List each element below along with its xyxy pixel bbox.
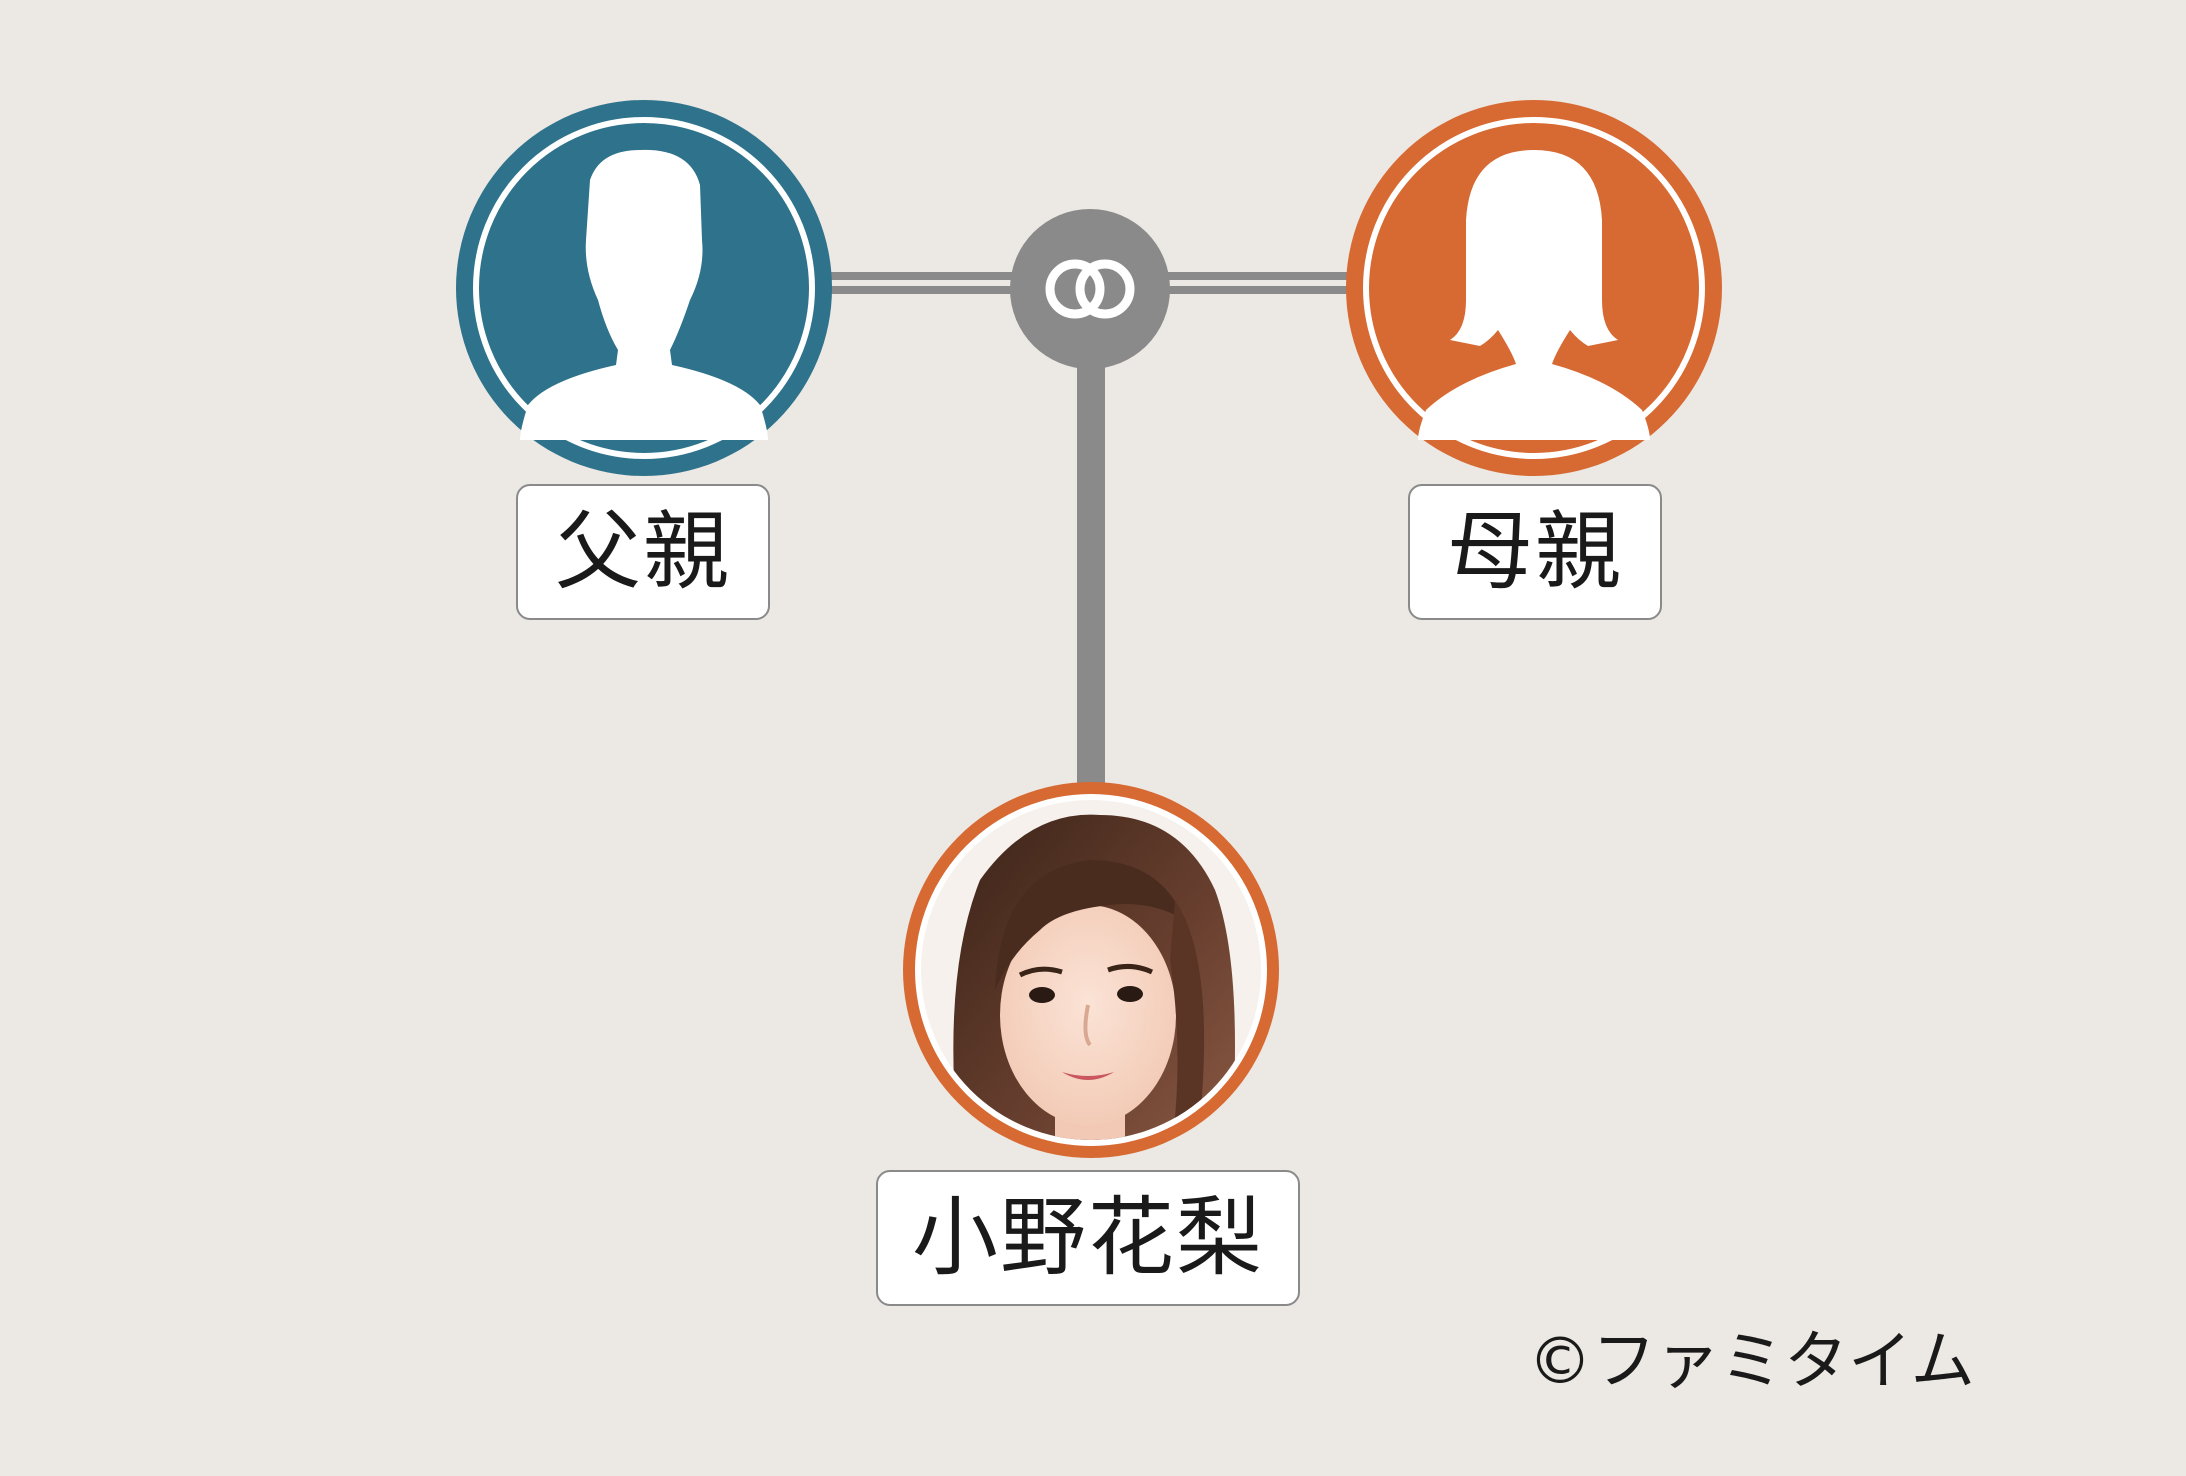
interlocked-rings-icon [1010, 209, 1170, 369]
mother-avatar [1346, 100, 1722, 476]
portrait-photo [921, 800, 1261, 1140]
parent-connector-right [1160, 272, 1360, 294]
copyright-credit: ©ファミタイム [1528, 1325, 1975, 1399]
male-silhouette-icon [520, 149, 768, 440]
child-name-label: 小野花梨 [876, 1170, 1300, 1306]
mother-name-label: 母親 [1408, 484, 1662, 620]
child-avatar [903, 782, 1279, 1158]
parent-connector-left [820, 272, 1020, 294]
child-connector [1077, 340, 1105, 800]
father-avatar [456, 100, 832, 476]
father-name-label: 父親 [516, 484, 770, 620]
female-silhouette-icon [1418, 150, 1650, 440]
